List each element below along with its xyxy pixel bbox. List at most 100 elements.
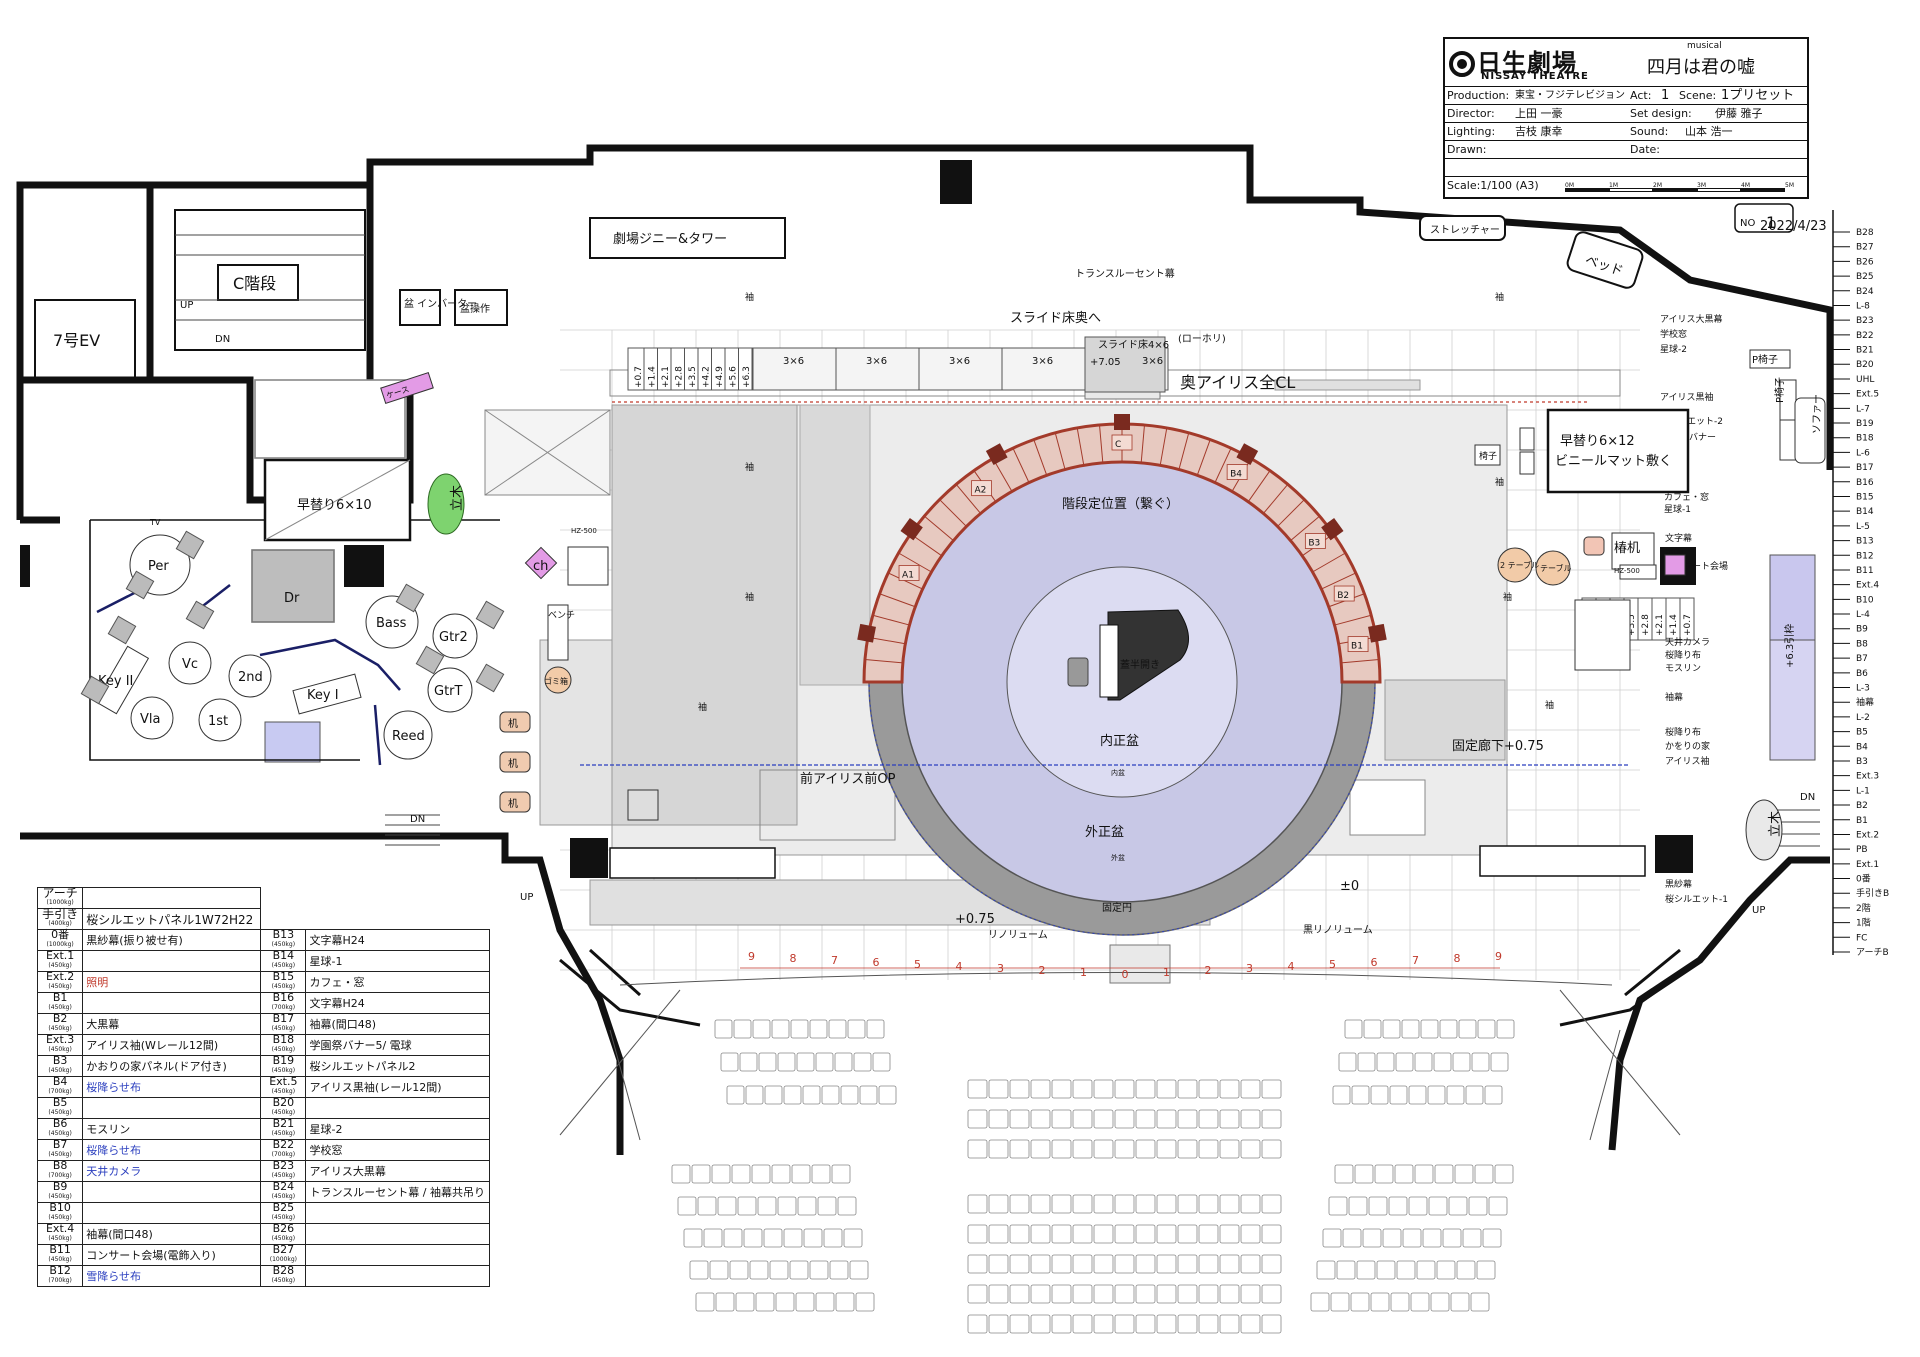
seat	[1382, 1019, 1401, 1039]
batten-code: B17(450kg)	[260, 1013, 307, 1035]
musician-position	[198, 698, 242, 742]
hanging-note: アイリス袖	[1665, 755, 1710, 767]
seat	[809, 1019, 828, 1039]
batten-code: B15(450kg)	[260, 971, 307, 993]
musician-label: Vc	[182, 657, 198, 672]
batten-description: アイリス袖(Wレール12間)	[82, 1034, 262, 1056]
platform-step	[1679, 597, 1695, 641]
seat	[1363, 1019, 1382, 1039]
pisu-label: P椅子	[1752, 353, 1778, 366]
stair-tread	[1321, 572, 1357, 590]
theatre-logo: 日生劇場	[1449, 43, 1577, 78]
seat	[1198, 1109, 1219, 1129]
seat	[791, 1164, 811, 1184]
batten-label: B15	[1856, 492, 1874, 502]
seat	[1454, 1164, 1474, 1184]
seat	[1328, 1196, 1348, 1216]
seat	[1240, 1194, 1261, 1214]
batten-description: 黒紗幕(振り被せ有)	[82, 929, 262, 951]
seat	[1448, 1196, 1468, 1216]
tachiki-left-label: 立木	[450, 485, 465, 511]
seat	[1389, 1085, 1408, 1105]
sode-6-label: 袖	[1545, 699, 1554, 711]
batten-label: B28	[1856, 228, 1874, 238]
no-label: NO	[1740, 218, 1755, 229]
batten-label: L-5	[1856, 522, 1870, 532]
blank-row	[1445, 158, 1807, 176]
gomi-label: ゴミ箱	[544, 676, 568, 686]
plus0-label: ±0	[1340, 879, 1359, 894]
seat	[1408, 1196, 1428, 1216]
scale-mark: 5M	[1785, 182, 1794, 189]
seat	[1072, 1079, 1093, 1099]
seat	[817, 1196, 837, 1216]
seat	[1198, 1224, 1219, 1244]
platform-height: +1.4	[648, 366, 658, 388]
seat	[1051, 1284, 1072, 1304]
hanging-note: 桜降り布	[1665, 726, 1701, 738]
tsubaki-label: 椿机	[1614, 541, 1640, 556]
batten-description	[82, 1097, 262, 1119]
batten-label: UHL	[1856, 375, 1874, 385]
music-stand	[80, 675, 110, 705]
seat	[1114, 1139, 1135, 1159]
scale-mark: 0M	[1565, 182, 1574, 189]
music-stand	[475, 663, 505, 693]
seat	[1388, 1196, 1408, 1216]
seat	[855, 1292, 875, 1312]
scale-segment	[1565, 188, 1609, 192]
scale-label: Scale:1/100 (A3)	[1447, 179, 1539, 192]
row-number: 1	[1163, 966, 1170, 979]
slide-4x6-panel	[1084, 336, 1166, 393]
seat	[823, 1228, 843, 1248]
seat	[1072, 1284, 1093, 1304]
row-number: 5	[914, 958, 921, 971]
batten-description	[305, 1202, 490, 1224]
batten-label: B25	[1856, 272, 1874, 282]
act-label: Act:	[1630, 89, 1652, 102]
sound-value: 山本 浩一	[1685, 125, 1733, 138]
seat	[797, 1196, 817, 1216]
seat	[1338, 1052, 1357, 1072]
seat	[1135, 1079, 1156, 1099]
seat	[729, 1260, 749, 1280]
seat	[1177, 1139, 1198, 1159]
seat	[758, 1052, 777, 1072]
slide-panel-label: 3×6	[1142, 356, 1163, 367]
stair-tread	[1178, 432, 1190, 470]
seat	[1322, 1228, 1342, 1248]
sode-3-label: 袖	[698, 701, 707, 713]
batten-label: アーチB	[1856, 947, 1889, 958]
gaibon-label: 外盆	[1111, 853, 1125, 862]
batten-label: L-8	[1856, 301, 1870, 311]
seat	[1156, 1194, 1177, 1214]
seat	[1240, 1079, 1261, 1099]
seat	[1009, 1224, 1030, 1244]
stair-tread	[1214, 447, 1232, 483]
title-block: 日生劇場 NISSAY THEATRE musical 四月は君の嘘 Produ…	[1443, 37, 1809, 199]
seat	[1433, 1052, 1452, 1072]
musician-label: Dr	[284, 591, 300, 606]
dn-left-label: DN	[410, 814, 425, 825]
dn-right-label: DN	[1800, 792, 1815, 803]
platform-step-block	[627, 347, 754, 391]
seat	[1198, 1254, 1219, 1274]
scale-mark: 2M	[1653, 182, 1662, 189]
platform-height: +6.3	[742, 366, 752, 388]
seat	[1351, 1085, 1370, 1105]
seat	[1368, 1196, 1388, 1216]
batten-description: トランスルーセント幕 / 袖幕共吊り	[305, 1181, 490, 1203]
seat	[1490, 1052, 1509, 1072]
batten-label: 1階	[1856, 918, 1871, 929]
slide-panel	[1001, 347, 1086, 391]
tsukue-1-label: 机	[508, 717, 518, 730]
seat	[1402, 1228, 1422, 1248]
batten-code: B16(700kg)	[260, 992, 307, 1014]
batten-description	[82, 1181, 262, 1203]
seat	[835, 1292, 855, 1312]
seat	[757, 1196, 777, 1216]
seat	[1093, 1314, 1114, 1334]
batten-label: B26	[1856, 257, 1874, 267]
